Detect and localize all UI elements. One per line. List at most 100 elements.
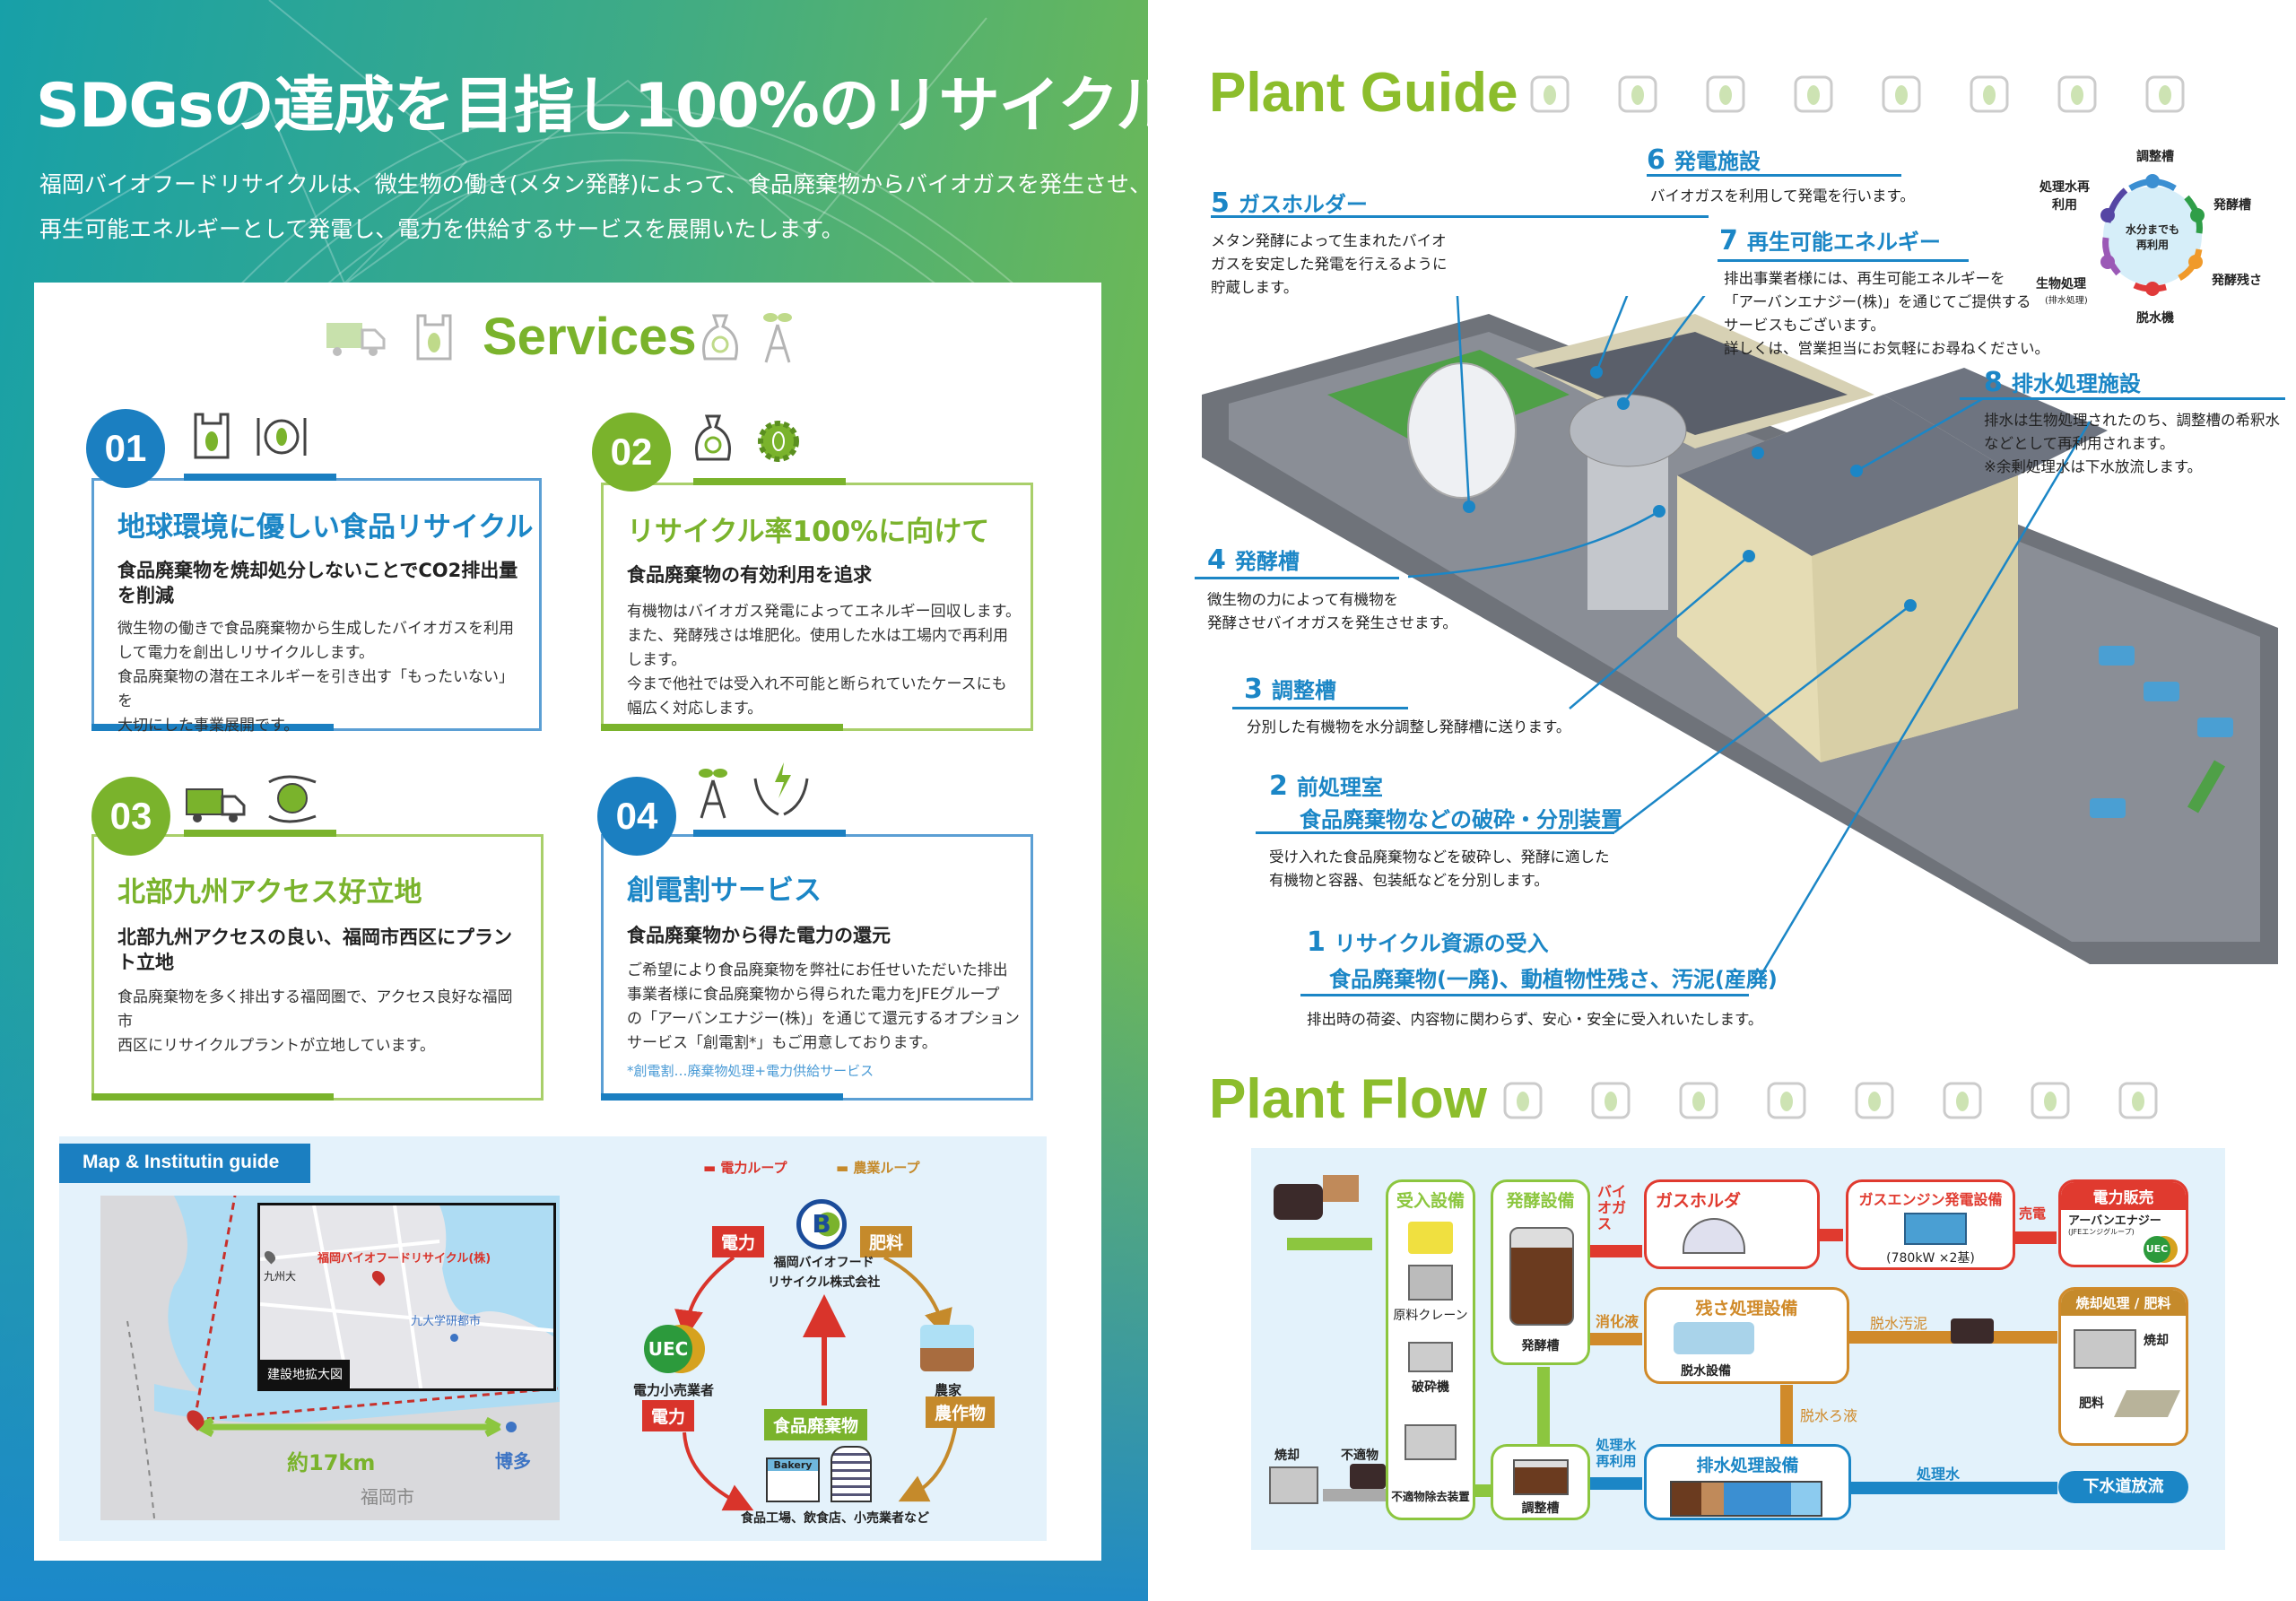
callout-text: 排水は生物処理されたのち、調整槽の希釈水などとして再利用されます。※余剰処理水は… [1984, 409, 2280, 479]
callout-text-line: 受け入れた食品廃棄物などを破砕し、発酵に適した [1269, 848, 1610, 866]
legend-label: 農業ループ [853, 1160, 920, 1176]
intake-arrow [1287, 1238, 1372, 1250]
card-body-line: また、発酵残さは堆肥化。使用した水は工場内で再利用 [627, 627, 1008, 645]
box-title: 発酵設備 [1506, 1191, 1575, 1211]
uec-logo: UEC [2144, 1236, 2170, 1263]
callout-number: 8 [1984, 367, 2003, 398]
power-sales-box: 電力販売 アーバンエナジー (JFEエンジグループ) UEC [2058, 1179, 2188, 1267]
incinerate-label: 焼却 [2144, 1334, 2169, 1348]
box-title: 焼却処理 / 肥料 [2061, 1290, 2186, 1316]
box-title: 電力販売 [2061, 1182, 2186, 1210]
cycle-center-line: 水分までも [2126, 223, 2180, 236]
filtrate-label: 脱水ろ液 [1800, 1407, 1858, 1424]
callout-text-line: 貯蔵します。 [1211, 279, 1299, 296]
service-card-01: 地球環境に優しい食品リサイクル 食品廃棄物を焼却処分しないことでCO2排出量を削… [91, 474, 542, 735]
hero-title: SDGsの達成を目指し100%のリサイクルを [36, 71, 1237, 142]
crusher-icon [1408, 1342, 1453, 1372]
inset-label: 建設地拡大図 [260, 1360, 350, 1388]
residue-box: 残さ処理設備 脱水設備 [1644, 1287, 1849, 1384]
callout-number: 3 [1244, 674, 1263, 705]
remover-icon [1405, 1424, 1457, 1460]
recycle-bag-icon [691, 411, 734, 461]
callout-number: 1 [1307, 927, 1326, 958]
inset-map[interactable]: 福岡バイオフードリサイクル(株) 九州大 九大学研都市 建設地拡大図 [257, 1203, 556, 1391]
wastewater-box: 排水処理設備 [1644, 1444, 1851, 1520]
kenkyu-label: 九大学研都市 [411, 1315, 482, 1328]
callout-text: 排出事業者様には、再生可能エネルギーを「アーバンエナジー(株)」を通じてご提供す… [1724, 267, 2049, 361]
card-body-line: 微生物の働きで食品廃棄物から生成したバイオガスを利用 [117, 620, 514, 638]
crusher-label: 破砕機 [1412, 1380, 1449, 1395]
unsuitable-arrow [1323, 1489, 1386, 1501]
sludge-truck-icon [1951, 1318, 1994, 1344]
card-title: リサイクル率100%に向けて [627, 516, 990, 548]
hands-bolt-icon [1586, 1075, 1636, 1125]
bakery-sign: Bakery [768, 1459, 818, 1471]
adjust-label: 調整槽 [1521, 1501, 1560, 1516]
area-map[interactable]: 約17km 博多 福岡市 福岡バイオフードリサイクル(株) 九州大 九大学研都市… [100, 1196, 560, 1520]
card-title: 創電割サービス [627, 874, 822, 907]
callout-title-text: 発電施設 [1674, 149, 1761, 174]
card-number-badge: 04 [597, 777, 676, 856]
callout-title-text: ガスホルダー [1238, 192, 1368, 217]
incinerator-icon [1269, 1466, 1318, 1504]
receiving-box: 受入設備 原料クレーン 破砕機 不適物除去装置 [1386, 1179, 1475, 1520]
card-title: 地球環境に優しい食品リサイクル [117, 511, 534, 544]
card-body-line: して電力を創出しリサイクルします。 [117, 644, 374, 662]
incinerator-icon [2074, 1329, 2136, 1369]
callout-number: 7 [1719, 225, 1738, 257]
plate-leaf-icon [1700, 68, 1751, 118]
truck-icon [1350, 1464, 1386, 1489]
hakata-label: 博多 [495, 1450, 531, 1472]
card-number-badge: 01 [86, 409, 165, 488]
callout-text-line: 排出事業者様には、再生可能エネルギーを [1724, 270, 2005, 287]
callout-line [1195, 577, 1399, 579]
fertilizer-bag-icon [2114, 1390, 2180, 1417]
plate-leaf-icon [255, 414, 307, 457]
food-waste-tag: 食品廃棄物 [764, 1409, 868, 1440]
company-name: 福岡バイオフードリサイクル株式会社 [768, 1253, 880, 1292]
callout-title-text: 発酵槽 [1234, 549, 1300, 574]
card-number-badge: 02 [592, 413, 671, 492]
service-card-02: リサイクル率100%に向けて 食品廃棄物の有効利用を追求 有機物はバイオガス発電… [601, 478, 1033, 731]
recycle-box-icon [2113, 1075, 2163, 1125]
incineration-label: 焼却 [1274, 1449, 1300, 1463]
callout-text-line: ガスを安定した発電を行えるように [1211, 256, 1448, 273]
cycle-node: 発酵残さ [2212, 274, 2262, 288]
callout-text-line: 詳しくは、営業担当にお気軽にお尋ねください。 [1724, 340, 2049, 357]
truck-icon [1613, 68, 1663, 118]
callout-text-line: 有機物と容器、包装紙などを分別します。 [1269, 872, 1549, 889]
filtrate-arrow [1780, 1385, 1793, 1444]
card-body-line: 今まで他社では受入れ不可能と断られていたケースにも [627, 675, 1007, 693]
box-title: ガスエンジン発電設備 [1858, 1191, 2003, 1208]
recycle-bag-icon [698, 310, 741, 361]
plant-flow-title: Plant Flow [1209, 1068, 1487, 1130]
callout-title-text: 前処理室 [1296, 775, 1383, 800]
cycle-node: 調整槽 [2136, 150, 2174, 164]
sewer-discharge-box: 下水道放流 [2058, 1471, 2188, 1503]
digestate-arrow [1588, 1333, 1642, 1345]
card-body-line: 西区にリサイクルプラントが立地しています。 [117, 1037, 435, 1055]
engine-spec: (780kW ×2基) [1886, 1251, 1975, 1266]
card-subtitle: 食品廃棄物の有効利用を追求 [627, 564, 872, 586]
callout-number: 6 [1647, 144, 1665, 176]
crane-label: 原料クレーン [1393, 1309, 1468, 1323]
callout-text-line: ※余剰処理水は下水放流します。 [1984, 458, 2203, 475]
card-body-line: 事業者様に食品廃棄物から得られた電力をJFEグループ [627, 986, 1000, 1004]
callout-text-line: 排出時の荷姿、内容物に関わらず、安心・安全に受入れいたします。 [1307, 1011, 1763, 1028]
callout-line [1647, 174, 1901, 177]
adjust-to-ferment-arrow [1537, 1367, 1550, 1444]
electric-truck-icon [185, 782, 246, 825]
callout-text: 受け入れた食品廃棄物などを破砕し、発酵に適した有機物と容器、包装紙などを分別しま… [1269, 846, 1610, 892]
cycle-node-sub: (排水処理) [2045, 296, 2088, 306]
engine-box: ガスエンジン発電設備 (780kW ×2基) [1846, 1179, 2015, 1270]
clover-icon [1761, 1075, 1812, 1125]
card-body-line: 大切にした事業展開です。 [117, 717, 300, 735]
callout-text: バイオガスを利用して発電を行います。 [1650, 185, 1915, 208]
callout-line [1718, 259, 1969, 262]
legend-label: 電力ループ [720, 1160, 787, 1176]
